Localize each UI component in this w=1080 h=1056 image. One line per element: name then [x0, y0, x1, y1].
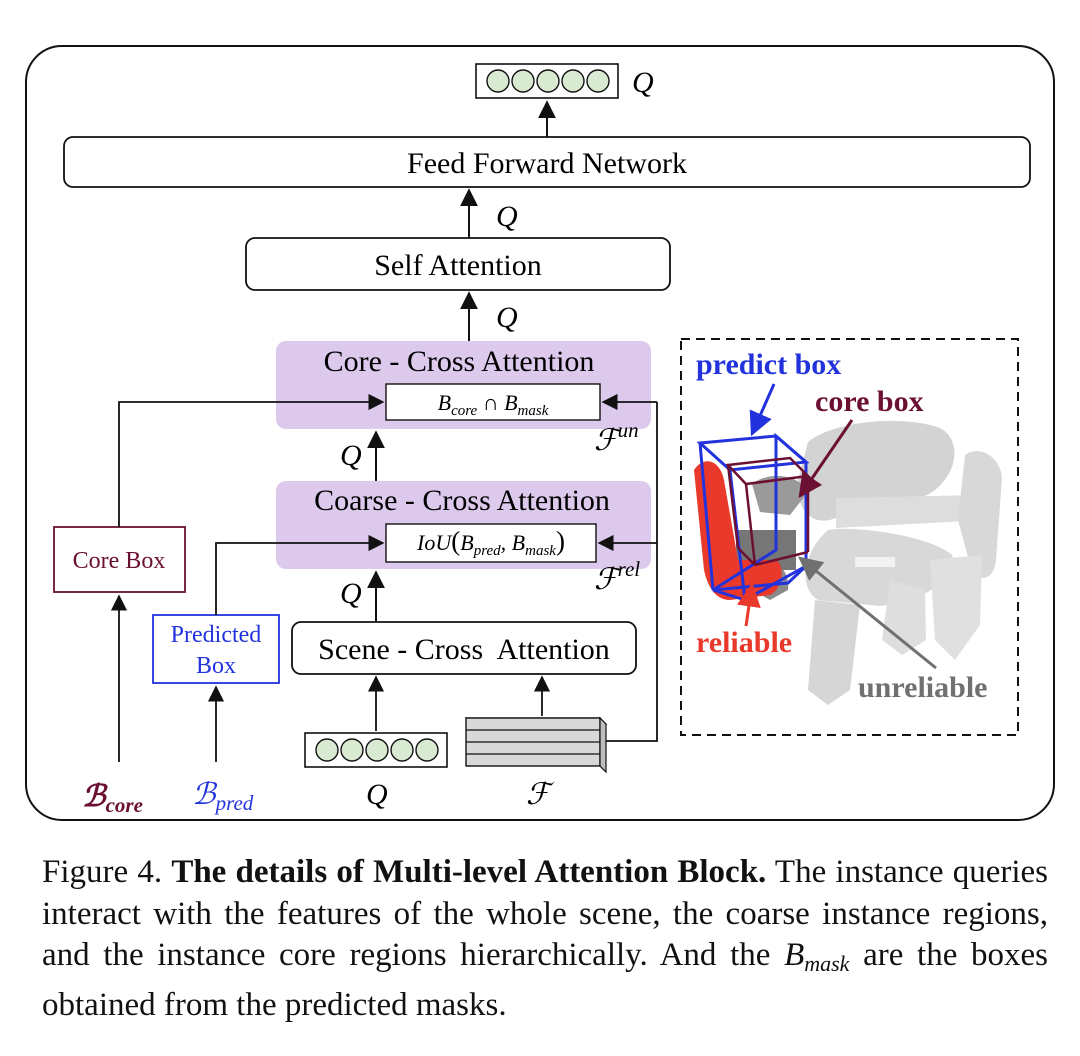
- core-box-to-core-attention: [118, 393, 385, 527]
- core-box-label: Core Box: [73, 548, 166, 574]
- predicted-box-label-1: Predicted: [171, 622, 262, 648]
- caption-prefix: Figure 4.: [42, 854, 163, 890]
- inset-unreliable-label: unreliable: [858, 671, 987, 704]
- inset-core-box-label: core box: [815, 385, 924, 418]
- inset-predict-box-label: predict box: [696, 348, 841, 381]
- caption-math-sub: mask: [804, 951, 850, 976]
- feature-path: [606, 402, 658, 742]
- unreliable-pointer: [798, 556, 937, 670]
- reliable-pointer: [736, 582, 761, 627]
- input-f: ℱ: [526, 778, 555, 811]
- input-q: Q: [366, 778, 388, 811]
- caption-body-1: The instance queries interact with the f…: [42, 854, 1049, 973]
- reliable-red-region: [694, 461, 782, 600]
- caption-math-b: B: [784, 937, 805, 973]
- input-b-core: ℬcore: [82, 780, 143, 817]
- core-cross-attention-label: Core - Cross Attention: [324, 345, 595, 378]
- output-query-strip: [475, 63, 619, 99]
- core-intersection-box: [385, 383, 601, 421]
- input-b-pred: ℬpred: [192, 778, 254, 815]
- coarse-cross-attention-label: Coarse - Cross Attention: [314, 484, 610, 517]
- self-attention-label: Self Attention: [374, 249, 542, 282]
- figure-caption: Figure 4. The details of Multi-level Att…: [42, 852, 1048, 1026]
- feature-stack-icon: [464, 716, 608, 774]
- q-core: Q: [340, 439, 362, 472]
- inset-reliable-label: reliable: [696, 626, 792, 659]
- q-before-self-attention: Q: [496, 301, 518, 334]
- output-query-label: Q: [632, 66, 654, 99]
- core-box-block: [53, 526, 186, 593]
- scene-cross-attention-label: Scene - Cross Attention: [318, 633, 610, 666]
- coarse-iou-box: [385, 523, 597, 563]
- q-after-self-attention: Q: [496, 200, 518, 233]
- scene-cross-attention-block: [291, 621, 637, 675]
- core-box-pointer: [798, 419, 854, 498]
- inset-panel: [680, 338, 1019, 736]
- gray-chair-pointcloud: [736, 420, 1002, 705]
- predict-box-pointer: [749, 383, 776, 437]
- f-un-label: ℱun: [594, 418, 639, 457]
- self-attention-block: [245, 237, 671, 291]
- caption-title: The details of Multi-level Attention Blo…: [171, 854, 767, 890]
- ffn-block: [63, 136, 1031, 188]
- f-rel-label: ℱrel: [594, 557, 640, 596]
- q-coarse: Q: [340, 577, 362, 610]
- outer-frame: [25, 45, 1055, 821]
- multi-level-attention-diagram: Q Feed Forward Network Q Self Attention …: [25, 45, 1055, 821]
- caption-body-2: are the boxes obtained from the predicte…: [42, 937, 1049, 1023]
- input-query-strip: [304, 732, 448, 768]
- ffn-label: Feed Forward Network: [407, 147, 687, 180]
- predicted-box-to-coarse-attention: [215, 534, 385, 615]
- predicted-box-label-2: Box: [196, 653, 236, 679]
